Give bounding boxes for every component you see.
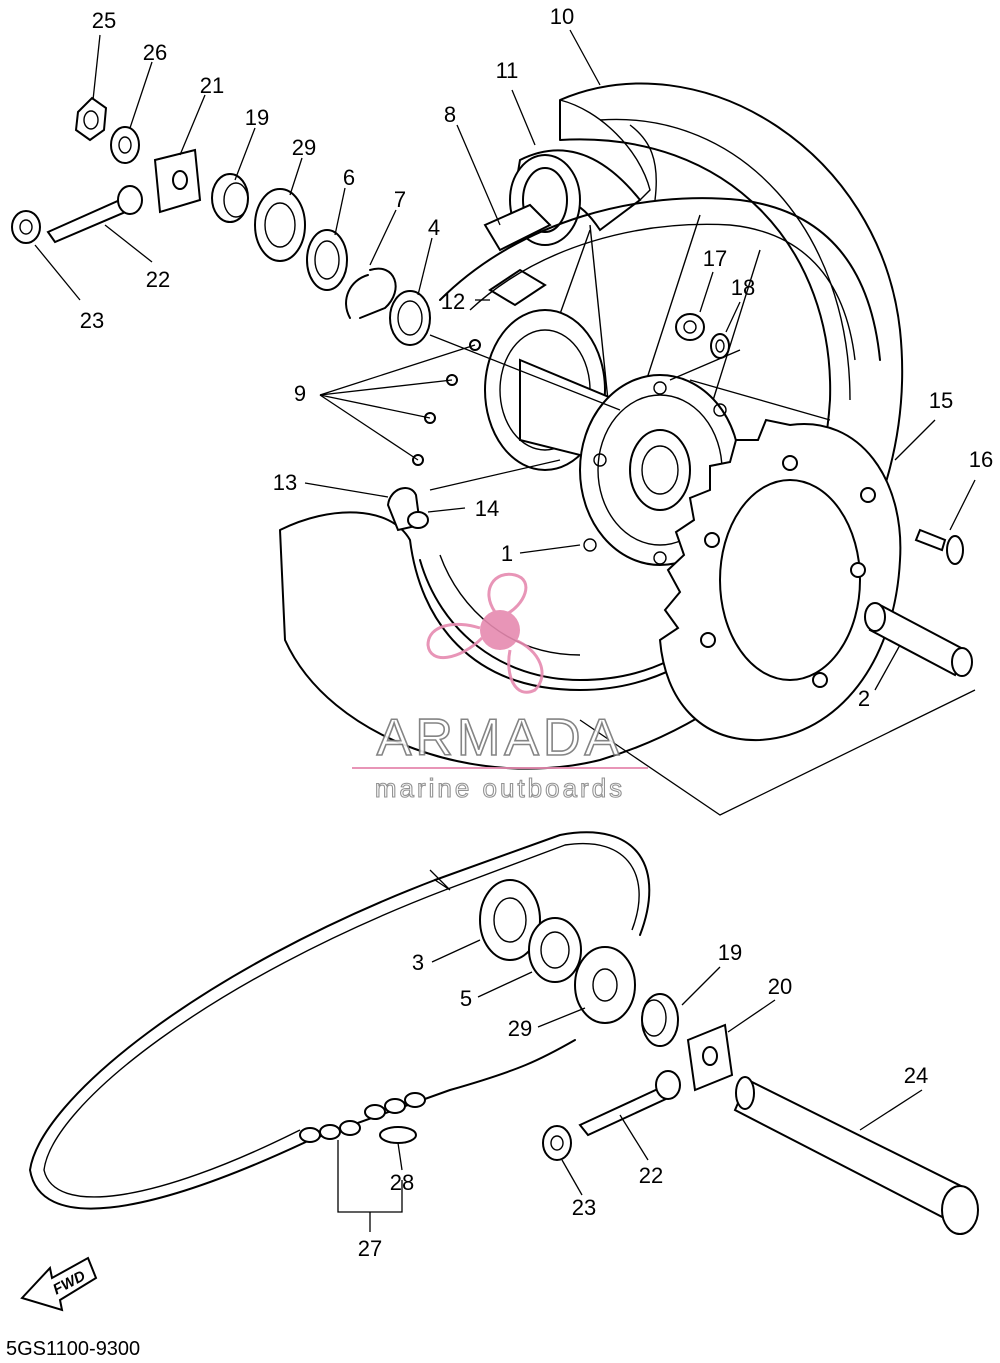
hub-bolts [412,339,481,466]
chain-links [299,1092,426,1144]
callout-16: 16 [969,447,993,472]
sprocket [658,418,902,742]
callout-26: 26 [143,40,167,65]
armada-watermark: ARMADA marine outboards [352,572,648,804]
callout-5: 5 [460,986,472,1011]
watermark-tagline: marine outboards [375,773,625,803]
upper-hub-parts [11,96,431,346]
drive-chain [29,831,651,1210]
callout-15: 15 [929,388,953,413]
callout-10: 10 [550,4,574,29]
lower-axle-parts [479,879,979,1235]
callout-9: 9 [294,381,306,406]
callout-1: 1 [501,541,513,566]
callout-numbers: 25 26 21 19 29 6 7 4 22 23 10 11 8 12 17… [80,4,993,1261]
callout-3: 3 [412,950,424,975]
callout-22: 22 [146,267,170,292]
callout-29-lower: 29 [508,1016,532,1041]
callout-14: 14 [475,496,499,521]
callout-19-lower: 19 [718,940,742,965]
callout-21: 21 [200,73,224,98]
callout-11: 11 [496,58,519,83]
callout-6: 6 [343,165,355,190]
callout-18: 18 [731,275,755,300]
callout-8: 8 [444,102,456,127]
axle-spacer [864,602,973,677]
callout-23-lower: 23 [572,1195,596,1220]
rear-tire [279,82,904,770]
callout-27: 27 [358,1236,382,1261]
watermark-brand: ARMADA [377,709,623,767]
assembly-guide-lines [429,334,976,891]
callout-7: 7 [394,187,406,212]
callout-24: 24 [904,1063,928,1088]
callout-12: 12 [441,289,465,314]
callout-2: 2 [858,686,870,711]
callout-29: 29 [292,135,316,160]
callout-22-lower: 22 [639,1163,663,1188]
diagram-code: 5GS1100-9300 [6,1338,140,1360]
callout-28: 28 [390,1170,414,1195]
sprocket-bolt [914,528,964,565]
callout-20: 20 [768,974,792,999]
fwd-arrow: FWD [20,1256,98,1312]
callout-4: 4 [428,215,440,240]
callout-17: 17 [703,246,727,271]
leader-lines [34,29,976,1232]
callout-25: 25 [92,8,116,33]
valve [386,486,429,532]
sprocket-nut-and-washer [675,313,730,359]
callout-13: 13 [273,470,297,495]
callout-19: 19 [245,105,269,130]
rim-lock [483,203,552,307]
callout-23: 23 [80,308,104,333]
armada-propeller-logo [426,572,544,694]
rim [419,197,881,681]
